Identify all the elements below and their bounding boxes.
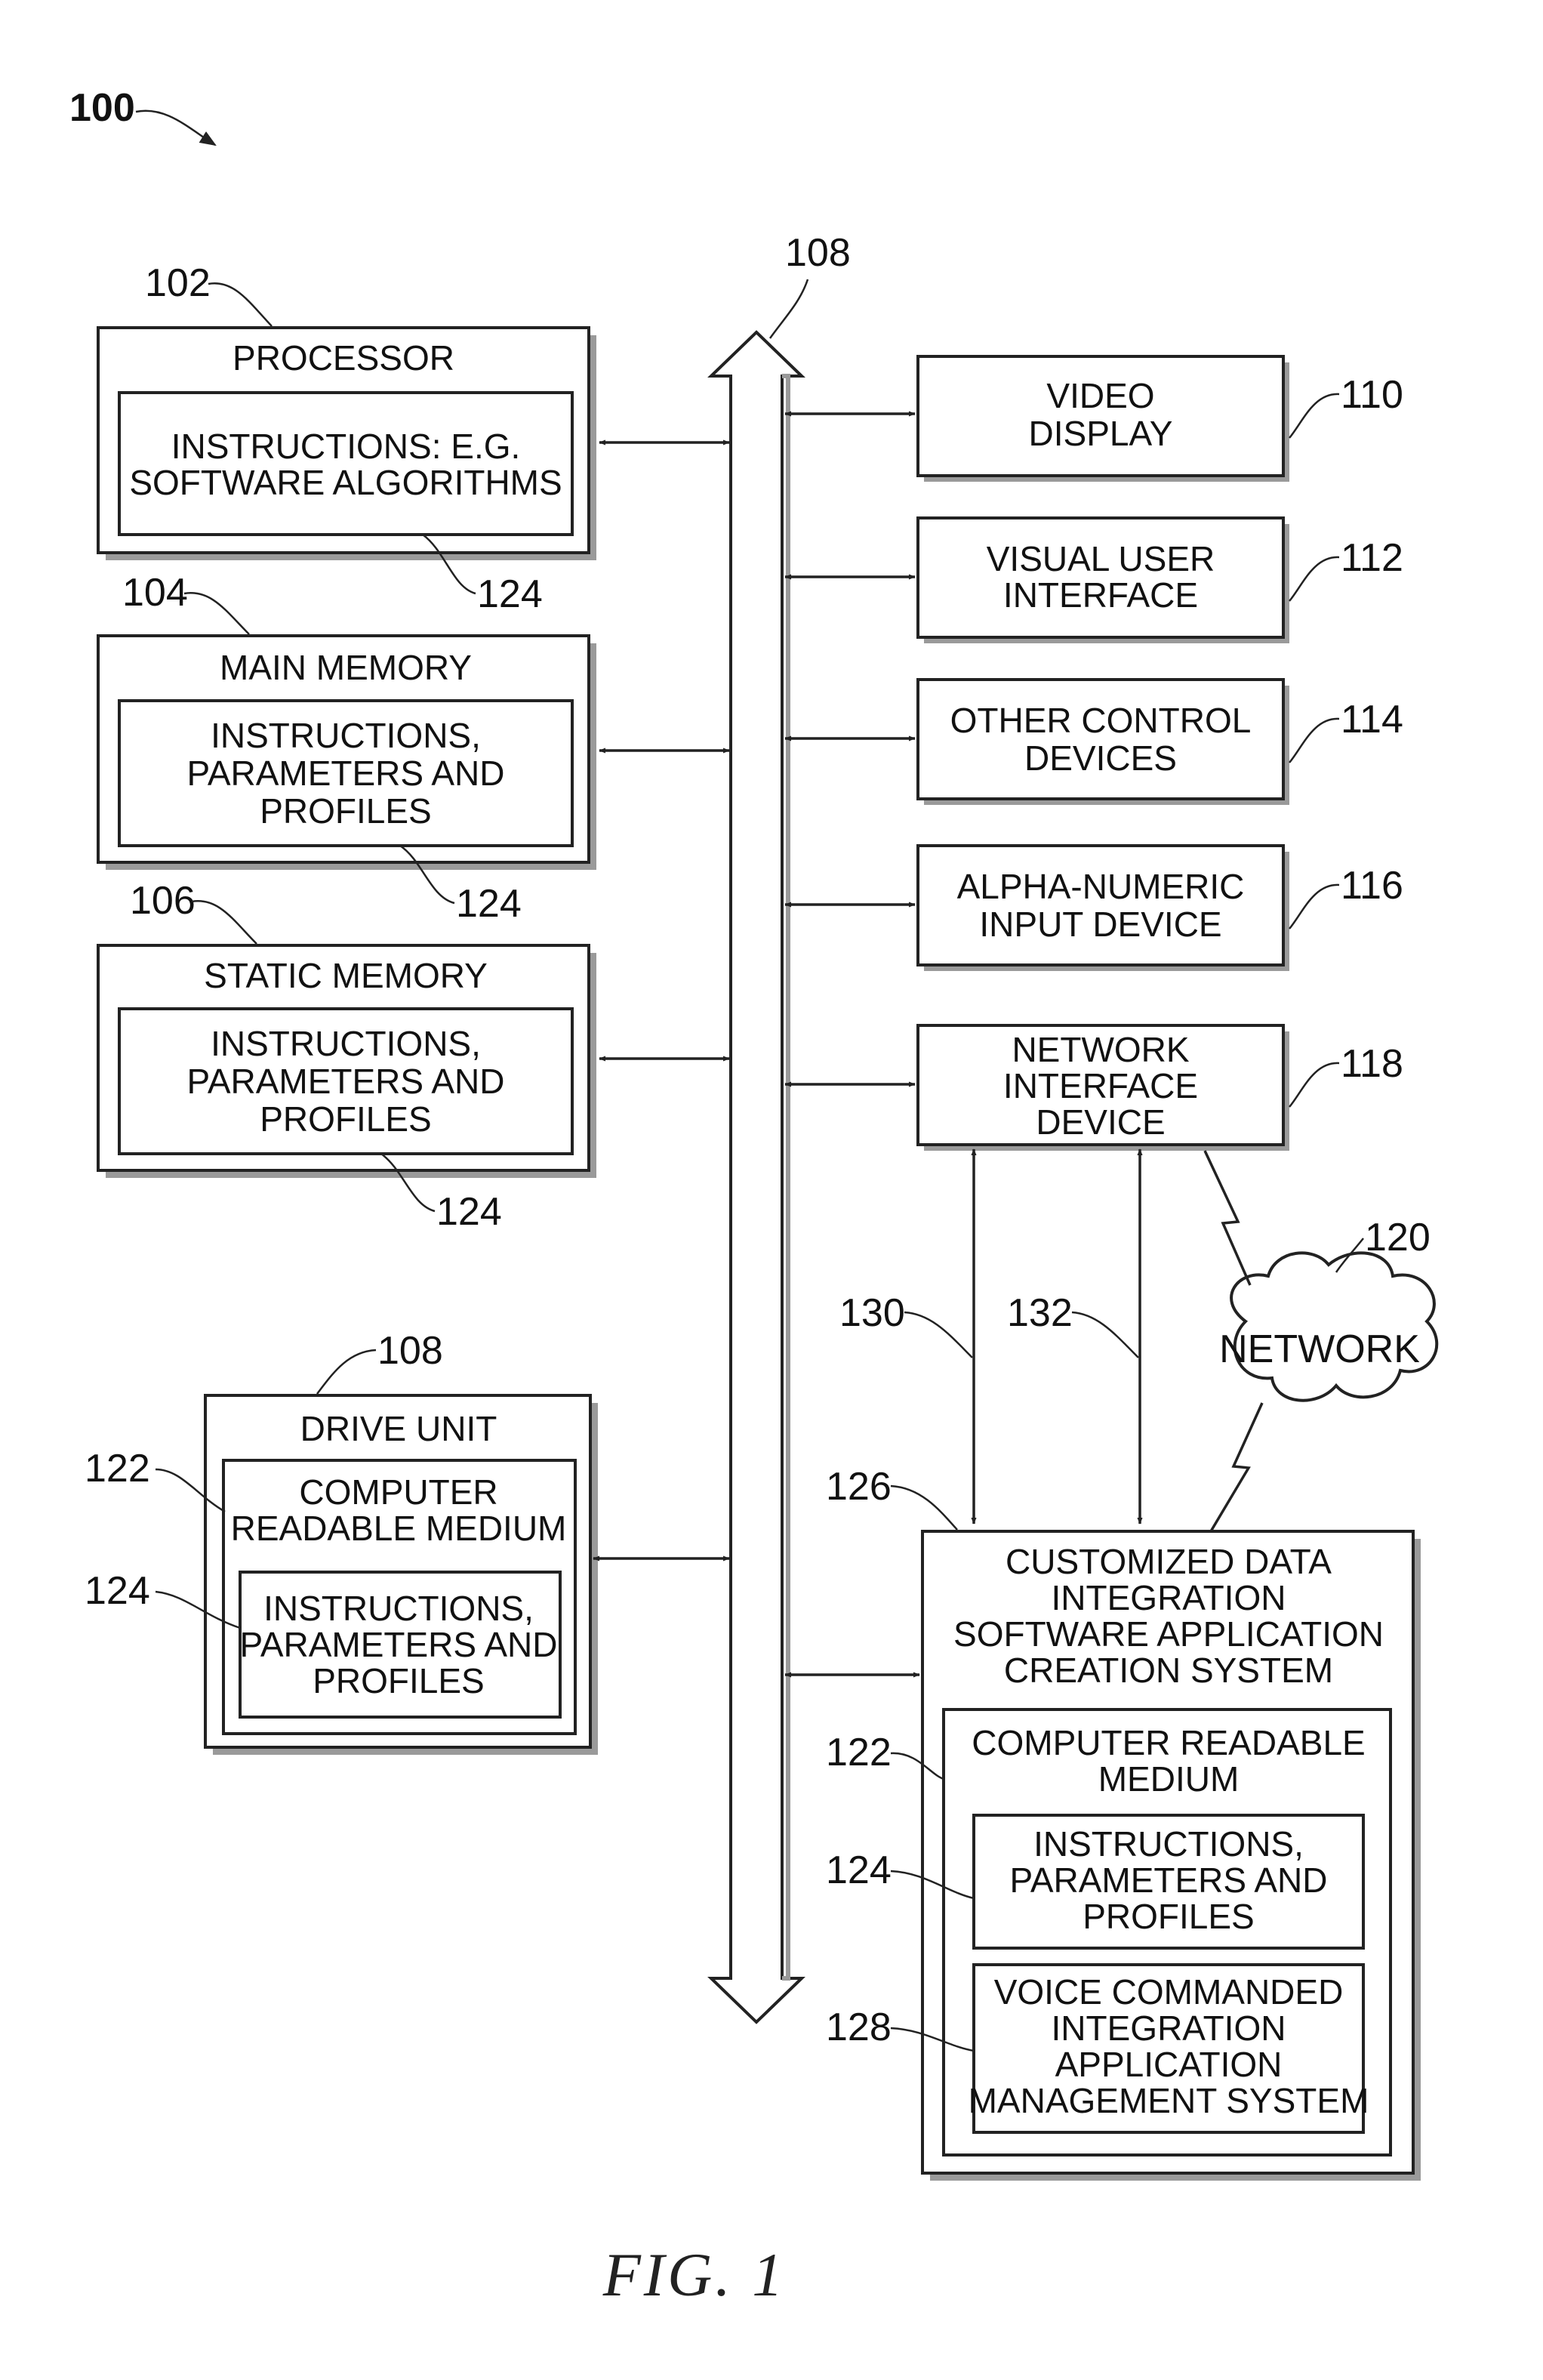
visual-user-interface-line-1: VISUAL USER — [987, 539, 1215, 578]
static-memory-inner-ref-label: 124 — [436, 1190, 502, 1234]
integration-system-inner-ref-label: 124 — [826, 1848, 892, 1892]
drive-unit-crm-ref-label: 122 — [85, 1447, 150, 1491]
processor-inner-ref-label: 124 — [477, 572, 543, 616]
link-130-ref-leader — [904, 1312, 972, 1358]
main-memory-ref-leader — [184, 593, 249, 634]
alpha-numeric-input-ref-leader — [1289, 885, 1339, 929]
link-130-ref-label: 130 — [839, 1291, 905, 1335]
integration-system-crm-ref-label: 122 — [826, 1731, 892, 1774]
integration-system-title-line-1: CUSTOMIZED DATA — [1006, 1542, 1332, 1581]
voice-system-line-4: MANAGEMENT SYSTEM — [969, 2081, 1369, 2120]
drive-unit-inner-line-2: PARAMETERS AND — [240, 1625, 558, 1664]
figure-caption: FIG. 1 — [602, 2240, 787, 2309]
drive-unit-inner-ref-label: 124 — [85, 1569, 150, 1613]
integration-system-inner-line-1: INSTRUCTIONS, — [1033, 1824, 1304, 1864]
drive-unit-crm-line-1: COMPUTER — [299, 1472, 497, 1512]
integration-system-ref-label: 126 — [826, 1465, 892, 1509]
integration-system-inner-line-2: PARAMETERS AND — [1010, 1861, 1328, 1900]
video-display-line-2: DISPLAY — [1029, 414, 1173, 453]
visual-user-interface-line-2: INTERFACE — [1003, 575, 1198, 615]
main-memory-title: MAIN MEMORY — [220, 648, 472, 687]
main-memory-inner-ref-label: 124 — [456, 882, 522, 926]
static-memory-inner-line-2: PARAMETERS AND — [187, 1062, 505, 1101]
integration-system-crm-line-2: MEDIUM — [1098, 1759, 1240, 1799]
drive-unit-ref-label: 108 — [377, 1329, 443, 1373]
static-memory-inner-line-3: PROFILES — [260, 1099, 432, 1139]
integration-system-ref-leader — [891, 1486, 957, 1530]
drive-unit-inner-line-1: INSTRUCTIONS, — [263, 1589, 534, 1628]
drive-unit-title: DRIVE UNIT — [300, 1409, 497, 1448]
drive-unit-ref-leader — [317, 1350, 376, 1394]
integration-system-title-line-2: INTEGRATION — [1052, 1578, 1286, 1617]
other-control-devices-line-1: OTHER CONTROL — [950, 701, 1252, 740]
network-ref-label: 120 — [1365, 1216, 1431, 1259]
alpha-numeric-input-ref-label: 116 — [1341, 864, 1403, 908]
integration-system-inner-line-3: PROFILES — [1083, 1897, 1255, 1936]
video-display-ref-label: 110 — [1341, 373, 1403, 417]
static-memory-inner-line-1: INSTRUCTIONS, — [211, 1024, 481, 1063]
integration-system-title-line-4: CREATION SYSTEM — [1004, 1651, 1333, 1690]
processor-inner-line-1: INSTRUCTIONS: E.G. — [171, 427, 521, 466]
link-132-ref-leader — [1072, 1312, 1138, 1358]
static-memory-ref-label: 106 — [130, 879, 196, 923]
voice-system-line-1: VOICE COMMANDED — [994, 1972, 1344, 2012]
network-interface-device-ref-leader — [1289, 1063, 1339, 1107]
voice-system-line-2: INTEGRATION — [1052, 2009, 1286, 2048]
figure-ref-label: 100 — [69, 86, 135, 130]
system-bus — [711, 332, 802, 2022]
processor-ref-label: 102 — [145, 261, 211, 305]
network-cloud-label: NETWORK — [1219, 1327, 1420, 1371]
voice-system-ref-label: 128 — [826, 2005, 892, 2049]
video-display-line-1: VIDEO — [1046, 376, 1154, 415]
processor-title: PROCESSOR — [233, 338, 454, 378]
bus-ref-label: 108 — [785, 231, 851, 275]
main-memory-inner-line-3: PROFILES — [260, 791, 432, 831]
drive-unit-inner-line-3: PROFILES — [313, 1661, 485, 1700]
integration-system-crm-line-1: COMPUTER READABLE — [972, 1723, 1365, 1762]
video-display-ref-leader — [1289, 394, 1339, 438]
drive-unit-crm-line-2: READABLE MEDIUM — [231, 1509, 567, 1548]
wireless-link-upper — [1205, 1151, 1250, 1285]
network-interface-device-ref-label: 118 — [1341, 1042, 1403, 1086]
visual-user-interface-ref-label: 112 — [1341, 536, 1403, 580]
network-interface-device-line-2: INTERFACE — [1003, 1066, 1198, 1105]
wireless-link-lower — [1211, 1403, 1262, 1531]
processor-ref-leader — [208, 283, 272, 326]
alpha-numeric-input-line-2: INPUT DEVICE — [979, 905, 1221, 944]
main-memory-inner-line-2: PARAMETERS AND — [187, 754, 505, 793]
other-control-devices-ref-label: 114 — [1341, 698, 1403, 741]
static-memory-title: STATIC MEMORY — [204, 956, 488, 995]
link-132-ref-label: 132 — [1007, 1291, 1073, 1335]
main-memory-inner-line-1: INSTRUCTIONS, — [211, 716, 481, 755]
processor-inner-line-2: SOFTWARE ALGORITHMS — [129, 463, 562, 502]
alpha-numeric-input-line-1: ALPHA-NUMERIC — [957, 867, 1245, 906]
integration-system-title-line-3: SOFTWARE APPLICATION — [953, 1614, 1384, 1654]
figure-ref-arrow — [136, 111, 215, 145]
visual-user-interface-ref-leader — [1289, 557, 1339, 601]
main-memory-ref-label: 104 — [122, 571, 188, 615]
drive-unit-box — [205, 1395, 598, 1755]
static-memory-ref-leader — [192, 901, 257, 944]
network-interface-device-line-1: NETWORK — [1012, 1030, 1189, 1069]
network-interface-device-line-3: DEVICE — [1036, 1102, 1165, 1142]
voice-system-line-3: APPLICATION — [1055, 2045, 1283, 2084]
other-control-devices-line-2: DEVICES — [1024, 738, 1177, 778]
bus-ref-leader — [770, 279, 808, 338]
other-control-devices-ref-leader — [1289, 719, 1339, 763]
